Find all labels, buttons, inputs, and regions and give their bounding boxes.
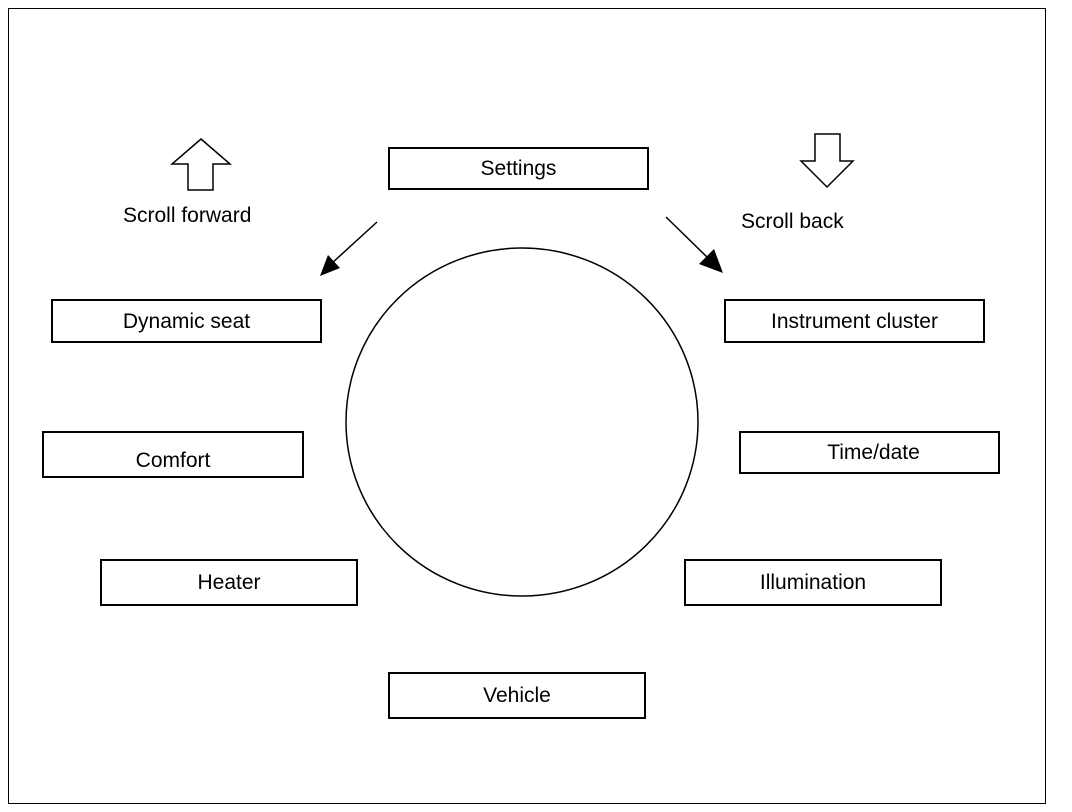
up-arrow-icon [169,138,233,191]
time-date-box: Time/date [739,431,1000,474]
illumination-box: Illumination [684,559,942,606]
comfort-box: Comfort [42,431,304,478]
rotate-left-arrow [320,221,378,276]
down-arrow-icon [799,133,855,189]
rotate-right-arrow [665,216,723,273]
settings-box: Settings [388,147,649,190]
scroll-forward-label: Scroll forward [123,204,252,227]
heater-box: Heater [100,559,358,606]
dial-circle [345,247,699,597]
diagram-frame [8,8,1046,804]
instrument-cluster-box: Instrument cluster [724,299,985,343]
vehicle-box: Vehicle [388,672,646,719]
scroll-back-label: Scroll back [741,210,844,233]
dynamic-seat-box: Dynamic seat [51,299,322,343]
